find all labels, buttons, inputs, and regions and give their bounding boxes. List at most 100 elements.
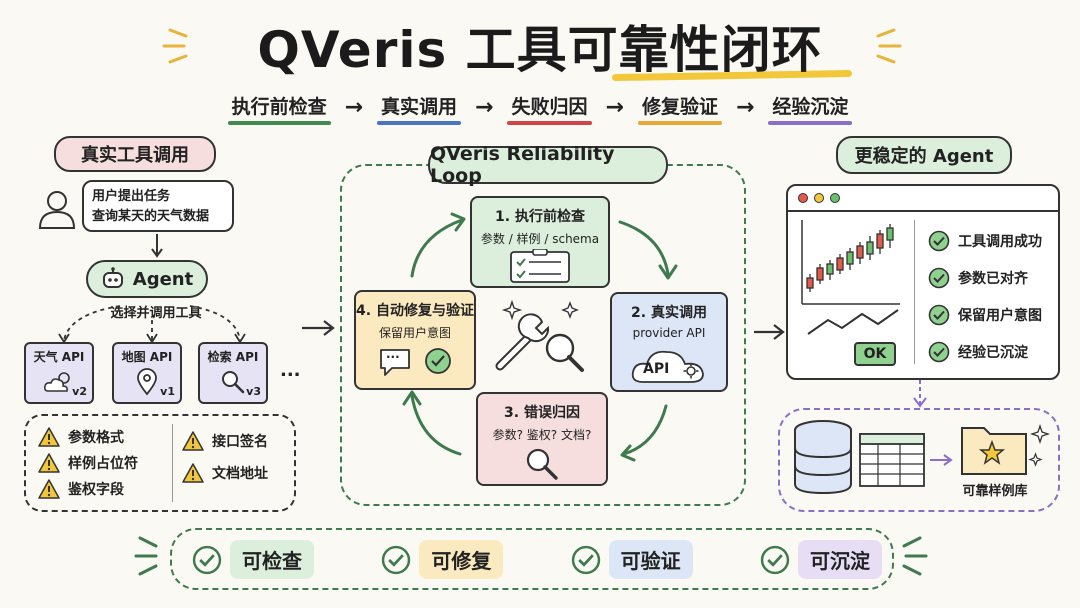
summary-badge-checkable: 可检查 [192, 540, 314, 579]
folder-star-icon [961, 423, 1051, 475]
select-tools-label: 选择并调用工具 [110, 306, 202, 321]
more-tools-ellipsis: ... [280, 360, 301, 381]
check-circle-icon [382, 545, 411, 574]
arrow-icon: → [475, 95, 494, 120]
arrow-icon: → [735, 95, 755, 120]
loop-card-real-call[interactable]: 2. 真实调用 provider API API [610, 292, 728, 392]
agent-node: Agent [86, 260, 208, 298]
loop-card-attribution[interactable]: 3. 错误归因 参数? 鉴权? 文档? [476, 392, 608, 486]
warning-item: 参数格式 [38, 424, 138, 450]
window-divider [914, 220, 915, 364]
arrow-icon: → [605, 95, 624, 120]
check-circle-icon [192, 545, 222, 574]
table-icon [859, 433, 925, 487]
weather-icon [44, 372, 70, 392]
page-title: QVeris 工具可靠性闭环 [257, 21, 823, 79]
check-circle-icon [928, 304, 950, 325]
tool-card-weather[interactable]: 天气 API v2 [24, 342, 94, 404]
api-label: API [643, 361, 670, 377]
arrow-icon: → [344, 95, 364, 120]
check-circle-icon [760, 545, 790, 574]
search-icon [222, 371, 245, 394]
user-task-bubble: 用户提出任务 查询某天的天气数据 [82, 180, 234, 232]
checklist-icon [510, 248, 570, 283]
summary-badge-verifiable: 可验证 [571, 540, 693, 579]
bottom-summary-frame [170, 528, 894, 590]
tool-name: 地图 API [121, 350, 173, 364]
user-icon [38, 191, 76, 229]
robot-icon [102, 267, 123, 288]
step-5: 经验沉淀 [768, 92, 853, 125]
warning-icon [38, 479, 60, 499]
process-steps: 执行前检查 → 真实调用 → 失败归因 → 修复验证 → 经验沉淀 [0, 92, 1080, 125]
warning-icon [182, 463, 204, 483]
check-item: 工具调用成功 [928, 222, 1042, 259]
check-circle-icon [928, 267, 950, 288]
sample-library-box [778, 408, 1060, 512]
warning-icon [38, 453, 60, 473]
warning-item: 接口签名 [182, 428, 268, 454]
map-pin-icon [137, 368, 157, 396]
right-arrow-icon [302, 320, 335, 336]
right-header: 更稳定的 Agent [836, 136, 1012, 174]
warning-icon [182, 431, 204, 451]
check-circle-icon [425, 348, 451, 374]
loop-card-precheck[interactable]: 1. 执行前检查 参数 / 样例 / schema [470, 196, 610, 288]
down-arrow-icon [151, 234, 163, 258]
api-cloud-icon: API [629, 344, 709, 386]
tool-version: v1 [160, 385, 175, 398]
maximize-dot-icon [830, 193, 840, 203]
warnings-col-1: 参数格式 样例占位符 鉴权字段 [38, 424, 138, 502]
warnings-divider [172, 424, 173, 502]
step-1: 执行前检查 [227, 92, 331, 125]
right-arrow-icon [754, 324, 785, 340]
result-window [786, 184, 1060, 380]
summary-badge-repairable: 可修复 [381, 540, 504, 579]
step-3: 失败归因 [507, 92, 592, 125]
tool-version: v3 [246, 385, 261, 398]
check-item: 参数已对齐 [928, 259, 1042, 296]
tool-card-search[interactable]: 检索 API v3 [198, 342, 268, 404]
branch-arrows [58, 305, 246, 344]
tool-version: v2 [72, 385, 87, 398]
minimize-dot-icon [814, 193, 824, 203]
check-circle-icon [571, 545, 600, 574]
bubble-dots: ··· [386, 350, 400, 364]
loop-card-repair[interactable]: 4. 自动修复与验证 保留用户意图 ··· [354, 290, 476, 390]
warnings-col-2: 接口签名 文档地址 [182, 428, 268, 486]
tool-name: 检索 API [207, 350, 259, 364]
check-circle-icon [928, 230, 950, 251]
warning-item: 样例占位符 [38, 450, 138, 476]
database-icon [794, 420, 852, 495]
right-arrow-icon [930, 454, 953, 466]
step-4: 修复验证 [637, 92, 722, 125]
magnifier-icon [526, 448, 558, 480]
library-label: 可靠样例库 [962, 484, 1028, 499]
step-2: 真实调用 [377, 92, 462, 125]
tool-card-map[interactable]: 地图 API v1 [112, 342, 182, 404]
ok-button[interactable]: OK [854, 342, 896, 366]
close-dot-icon [798, 193, 808, 203]
gear-icon [683, 363, 699, 379]
warnings-box [24, 414, 296, 512]
check-circle-icon [928, 341, 950, 362]
result-checklist: 工具调用成功 参数已对齐 保留用户意图 经验已沉淀 [928, 222, 1042, 370]
left-header: 真实工具调用 [54, 136, 216, 172]
window-titlebar [788, 186, 1058, 212]
summary-badge-accumulable: 可沉淀 [760, 540, 882, 579]
check-item: 保留用户意图 [928, 296, 1042, 333]
warning-item: 鉴权字段 [38, 476, 138, 502]
agent-label: Agent [132, 268, 194, 290]
wrench-magnifier-icon [495, 300, 584, 372]
bottom-summary: 可检查 可修复 可验证 可沉淀 [192, 540, 882, 579]
warning-icon [38, 427, 60, 447]
chat-bubble-icon: ··· [378, 347, 412, 377]
warning-item: 文档地址 [182, 460, 268, 486]
chart-illustration [801, 220, 900, 335]
down-arrow-icon [913, 380, 927, 408]
center-header: QVeris Reliability Loop [428, 143, 668, 187]
tool-name: 天气 API [33, 350, 85, 364]
check-item: 经验已沉淀 [928, 333, 1042, 370]
loop-arrows [402, 212, 678, 462]
